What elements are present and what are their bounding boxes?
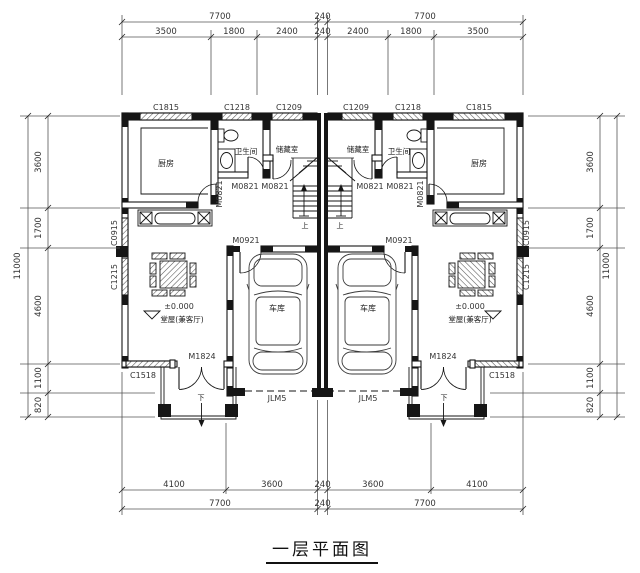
dim-left-seg-1: 1700 — [34, 217, 44, 239]
storage-door-m0821 — [272, 158, 292, 180]
window-label-c1218-right: C1218 — [395, 103, 421, 112]
door-label-m0821-bath-left: M0821 — [231, 182, 258, 191]
dim-top-seg-5: 1800 — [400, 27, 422, 37]
stairs-icon — [289, 156, 319, 219]
window-c1218-top — [221, 112, 253, 121]
room-label-bathroom-left: 卫生间 — [235, 146, 258, 156]
window-label-c0915-left: C0915 — [110, 220, 119, 246]
window-label-c1209-left: C1209 — [276, 103, 302, 112]
dim-left-seg-4: 820 — [34, 397, 44, 413]
level-label-right: ±0.000 — [455, 302, 485, 311]
room-label-living-right: 堂屋(兼客厅) — [448, 314, 491, 324]
window-label-c1518-left: C1518 — [130, 371, 156, 380]
dim-top-seg-4: 2400 — [347, 27, 369, 37]
window-c1815-top — [139, 112, 193, 121]
window-label-c1815-left: C1815 — [153, 103, 179, 112]
kitchen-counter — [140, 127, 208, 195]
door-label-m0821-kitchen-right: M0821 — [416, 180, 425, 207]
dim-bottom-seg-2: 240 — [314, 480, 330, 490]
room-label-storage-left: 储藏室 — [276, 144, 299, 154]
window-label-c1215-left: C1215 — [110, 264, 119, 290]
dim-left-seg-2: 4600 — [34, 295, 44, 317]
left-unit-linework — [116, 112, 323, 427]
dim-top-seg-6: 3500 — [467, 27, 489, 37]
window-label-c1218-left: C1218 — [224, 103, 250, 112]
labels: 7700 240 7700 3500 1800 2400 240 2400 18… — [13, 12, 612, 564]
dim-top-overall-left: 7700 — [209, 12, 231, 22]
level-label-left: ±0.000 — [164, 302, 194, 311]
dim-left-seg-3: 1100 — [34, 367, 44, 389]
dim-top-overall-right: 7700 — [414, 12, 436, 22]
level-marker-icon — [142, 310, 162, 320]
toilet-icon — [217, 128, 239, 143]
door-label-m0821-storage-right: M0821 — [356, 182, 383, 191]
stair-up-label-right: 上 — [337, 221, 344, 230]
window-label-c1518-right: C1518 — [489, 371, 515, 380]
sink-icon — [217, 148, 236, 173]
entry-door-m1824 — [178, 366, 225, 390]
dim-bottom-overall-center: 240 — [314, 499, 330, 509]
dimension-lines — [20, 15, 625, 515]
door-label-m1824-right: M1824 — [429, 352, 456, 361]
door-label-m0821-kitchen-left: M0821 — [215, 180, 224, 207]
window-c1518 — [125, 360, 171, 368]
room-label-storage-right: 储藏室 — [347, 144, 370, 154]
dim-bottom-overall-right: 7700 — [414, 499, 436, 509]
car-icon — [246, 253, 310, 375]
dim-right-seg-2: 4600 — [586, 295, 596, 317]
dim-left-seg-0: 3600 — [34, 151, 44, 173]
door-label-m1824-left: M1824 — [188, 352, 215, 361]
dim-left-total: 11000 — [13, 252, 23, 279]
door-label-m0921-right: M0921 — [385, 236, 412, 245]
dim-top-seg-3: 240 — [314, 27, 330, 37]
dim-bottom-seg-0: 4100 — [163, 480, 185, 490]
window-label-c1215-right: C1215 — [522, 264, 531, 290]
dim-right-seg-0: 3600 — [586, 151, 596, 173]
title-underline — [266, 562, 378, 564]
stair-up-label-left: 上 — [302, 221, 309, 230]
dim-bottom-seg-3: 3600 — [362, 480, 384, 490]
dim-right-seg-1: 1700 — [586, 217, 596, 239]
door-label-m0821-storage-left: M0821 — [261, 182, 288, 191]
room-label-garage-left: 车库 — [269, 303, 285, 313]
step-down-label-left: 下 — [198, 394, 205, 402]
window-c1215 — [121, 257, 129, 296]
step-down-label-right: 下 — [441, 394, 448, 402]
window-c0915 — [121, 217, 129, 248]
dining-table-icon — [149, 252, 197, 297]
dim-top-seg-0: 3500 — [155, 27, 177, 37]
door-label-m0921-left: M0921 — [232, 236, 259, 245]
dim-bottom-seg-1: 3600 — [261, 480, 283, 490]
window-c1209-top — [271, 112, 304, 121]
dim-bottom-overall-left: 7700 — [209, 499, 231, 509]
room-label-kitchen-left: 厨房 — [158, 158, 174, 168]
dim-bottom-seg-4: 4100 — [466, 480, 488, 490]
dim-right-seg-3: 1100 — [586, 367, 596, 389]
room-label-garage-right: 车库 — [360, 303, 376, 313]
dim-right-seg-4: 820 — [586, 397, 596, 413]
room-label-kitchen-right: 厨房 — [471, 158, 487, 168]
page-title: 一层平面图 — [272, 540, 372, 560]
room-label-bathroom-right: 卫生间 — [388, 146, 411, 156]
room-label-living-left: 堂屋(兼客厅) — [160, 314, 203, 324]
door-label-jlm5-right: JLM5 — [358, 394, 378, 403]
kitchen-door-m0821 — [197, 183, 217, 203]
window-label-c1209-right: C1209 — [343, 103, 369, 112]
dim-top-seg-2: 2400 — [276, 27, 298, 37]
dim-top-seg-1: 1800 — [223, 27, 245, 37]
window-label-c0915-right: C0915 — [522, 220, 531, 246]
door-label-m0821-bath-right: M0821 — [386, 182, 413, 191]
party-wall — [317, 113, 321, 396]
dim-right-total: 11000 — [602, 252, 612, 279]
window-label-c1815-right: C1815 — [466, 103, 492, 112]
sofa-icon — [137, 209, 213, 227]
door-label-jlm5-left: JLM5 — [267, 394, 287, 403]
dim-top-overall-center: 240 — [314, 12, 330, 22]
bath-door-m0821 — [247, 156, 265, 175]
garage-inner-door-m0921 — [239, 251, 262, 274]
